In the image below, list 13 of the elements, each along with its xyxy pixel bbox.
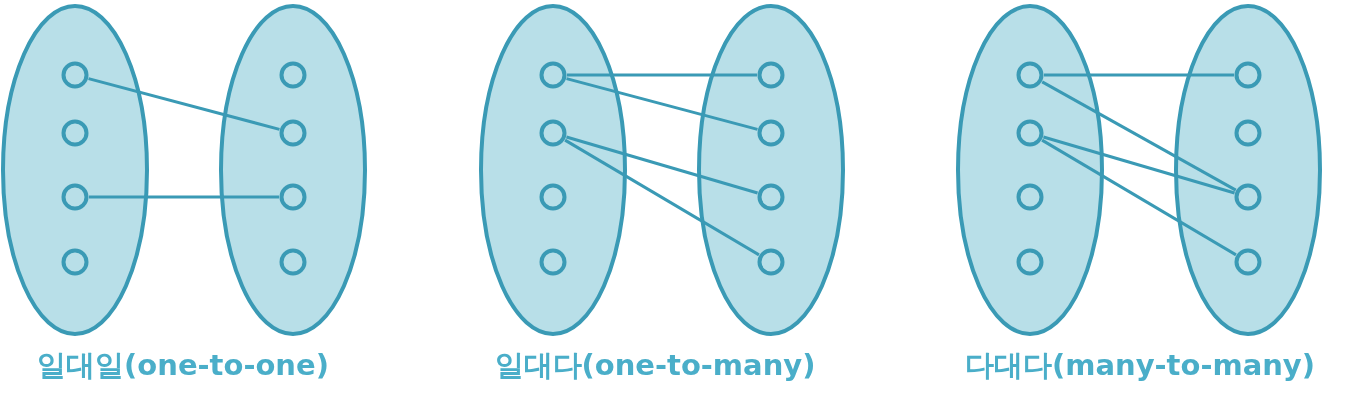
connector-line — [567, 73, 757, 77]
caption: 다대다(many-to-many) — [965, 347, 1315, 384]
connector-line — [1041, 80, 1237, 192]
caption: 일대다(one-to-many) — [494, 347, 816, 384]
caption: 일대일(one-to-one) — [37, 347, 329, 384]
connector-line — [566, 135, 758, 195]
connector-line — [88, 77, 280, 131]
connector-line — [566, 77, 758, 131]
connector-line — [1044, 73, 1234, 77]
connector-line — [89, 195, 279, 199]
connector-line — [1043, 135, 1235, 195]
connector-line — [1041, 138, 1237, 257]
connector-line — [564, 138, 760, 257]
